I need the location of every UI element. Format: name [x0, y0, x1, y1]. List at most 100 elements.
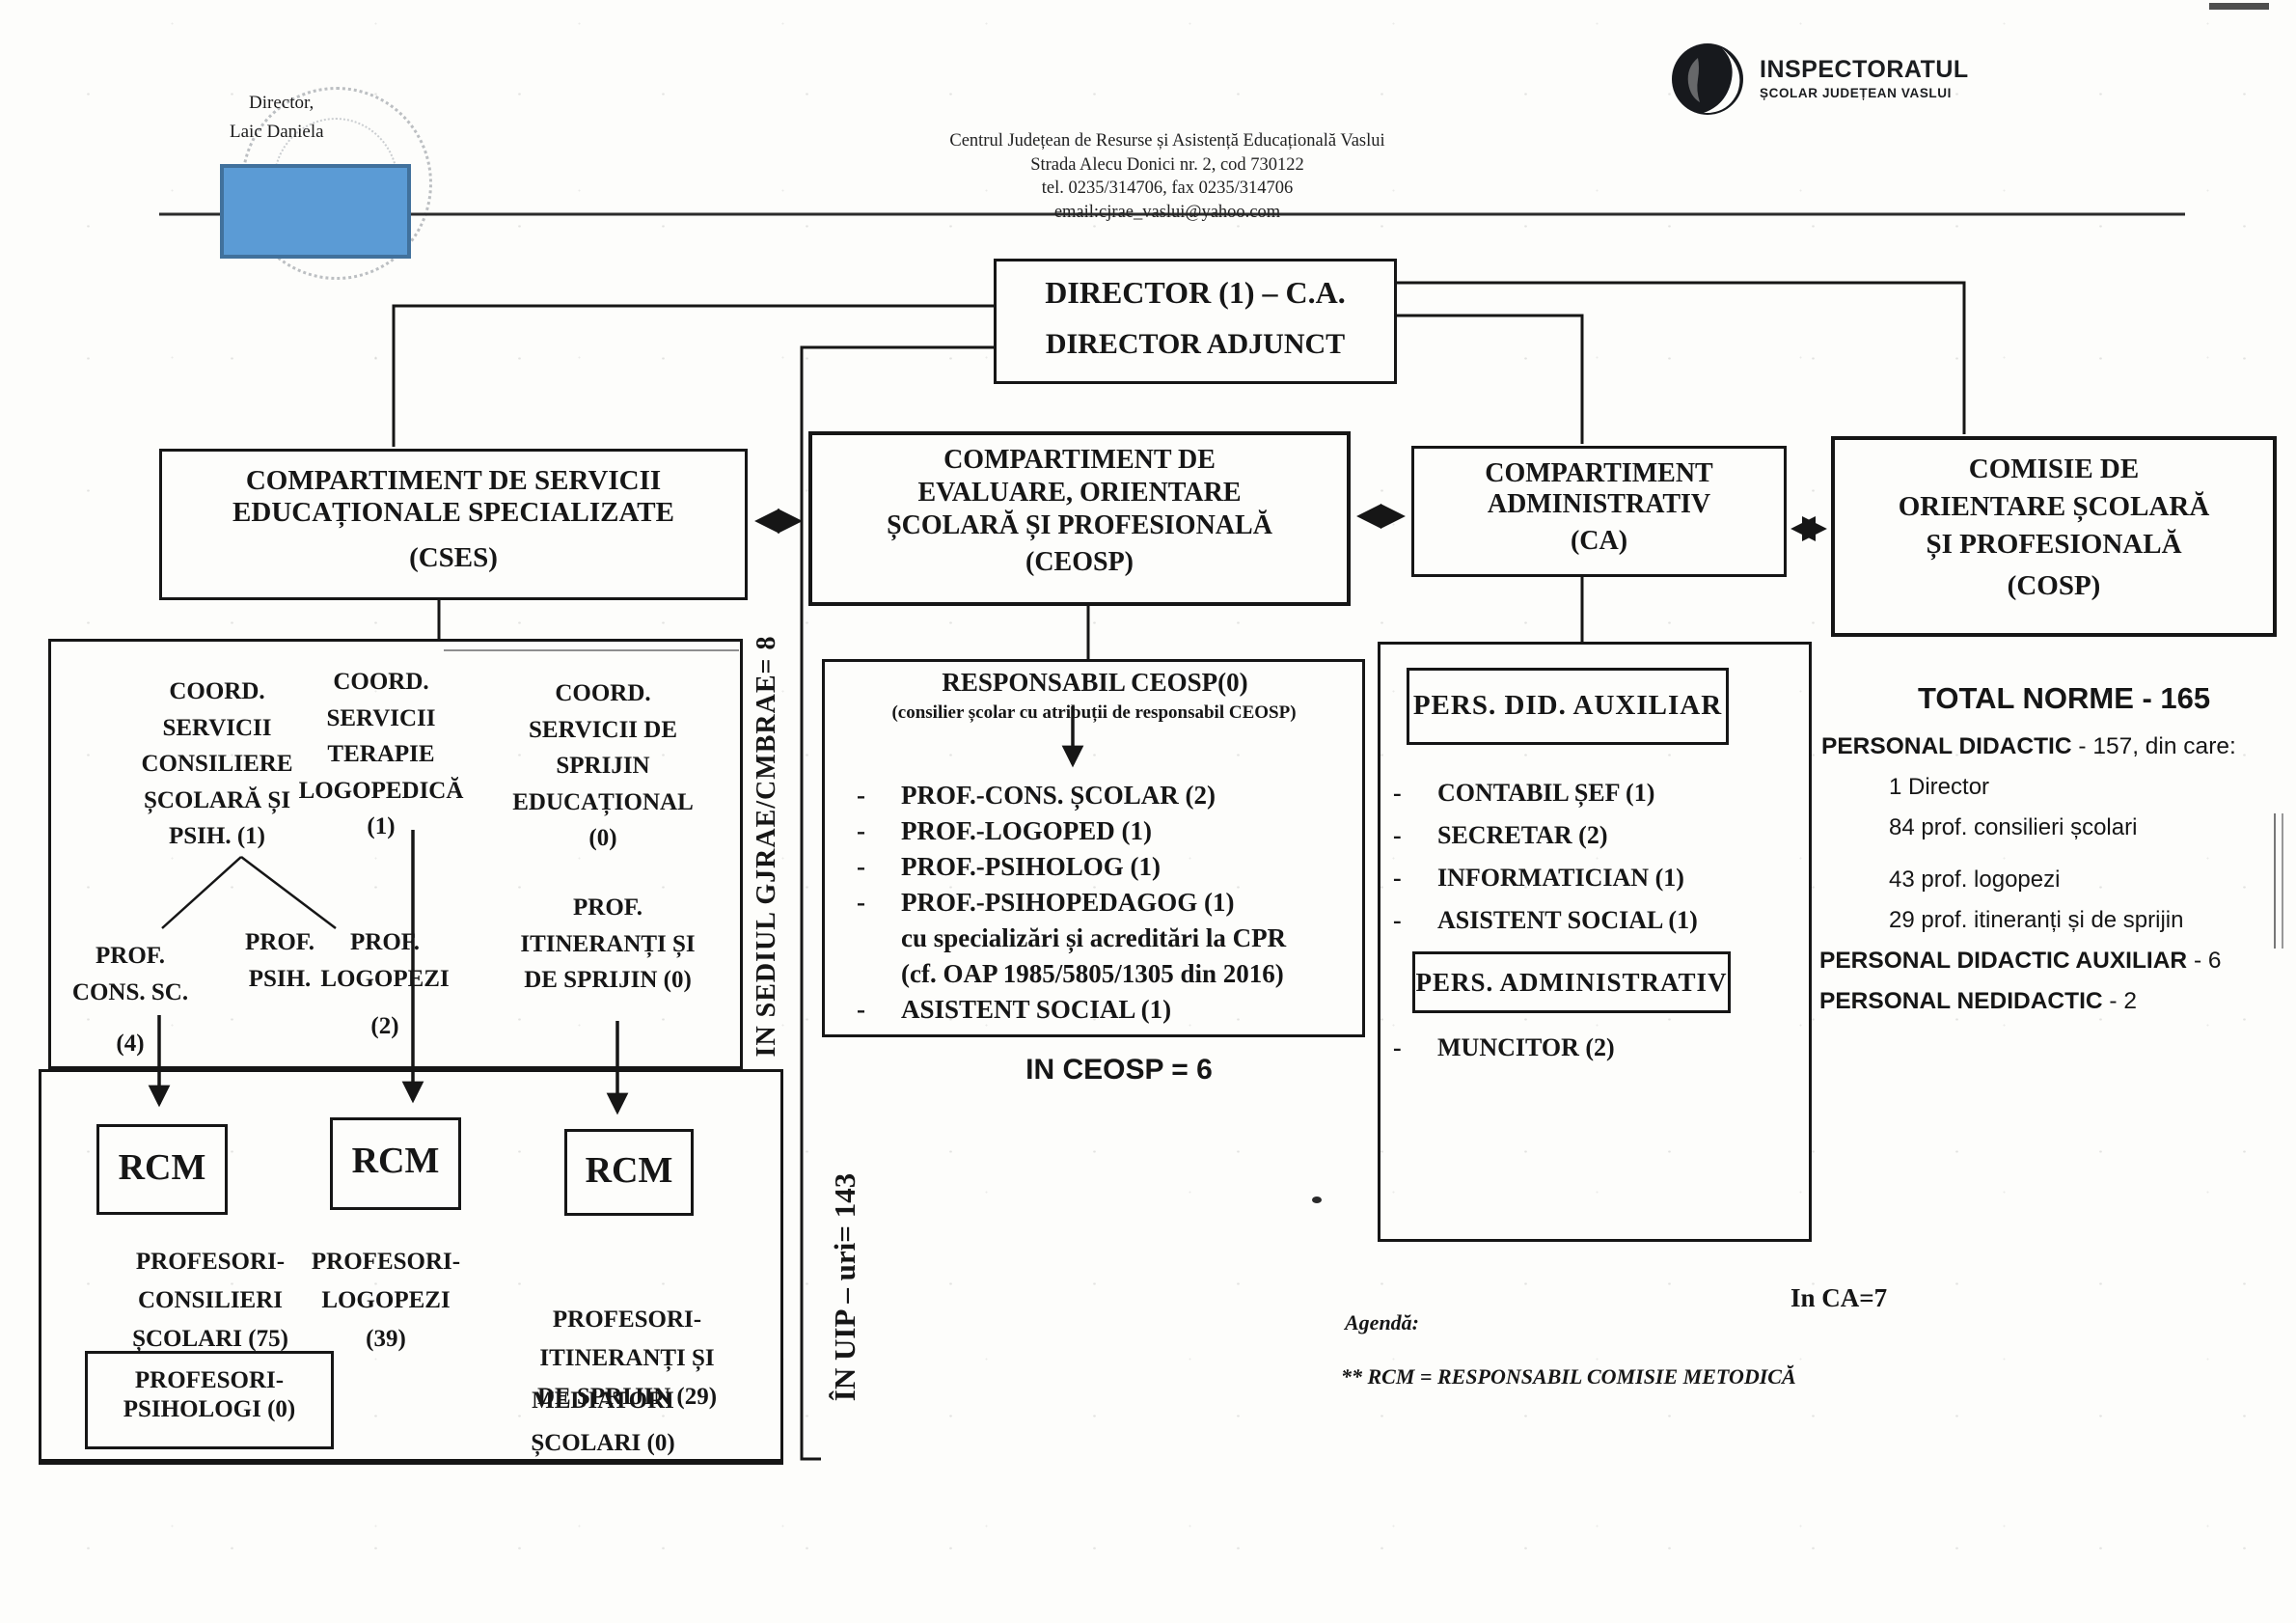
group-line: PROFESORI-	[552, 1307, 702, 1333]
group-line: ITINERANȚI ȘI	[539, 1345, 715, 1371]
isj-logo-emblem	[1672, 43, 1743, 115]
ca-line: (CA)	[1570, 526, 1628, 556]
cses-line: (CSES)	[409, 542, 498, 573]
staff-prof-cons-sc: PROF. CONS. SC. (4)	[43, 938, 217, 1062]
scan-artifact-top-right	[2209, 3, 2269, 10]
rcm-box-1: RCM	[96, 1124, 228, 1215]
totals-title: TOTAL NORME - 165	[1918, 681, 2211, 715]
coordinator-line: (0)	[588, 825, 617, 851]
coordinator-sprijin: COORD. SERVICII DE SPRIJIN EDUCAȚIONAL (…	[492, 675, 714, 857]
responsabil-ceosp-subtitle: (consilier școlar cu atribuții de respon…	[891, 702, 1297, 723]
totals-rest-part: - 6	[2187, 948, 2222, 974]
coordinator-line: CONSILIERE	[141, 751, 293, 777]
agenda-label: Agendă:	[1345, 1310, 1419, 1334]
ca-detail-box	[1378, 642, 1812, 1242]
director-label: Director,	[249, 93, 314, 113]
coordinator-line: ȘCOLARĂ ȘI	[143, 786, 291, 813]
totals-item-consilieri: 84 prof. consilieri școlari	[1889, 814, 2138, 840]
staff-prof-itineranti: PROF. ITINERANȚI ȘI DE SPRIJIN (0)	[492, 890, 724, 999]
list-item: PROF.-LOGOPED (1)	[857, 813, 1358, 849]
org-email-line: email:cjrae_vaslui@yahoo.com	[1053, 202, 1281, 222]
profesori-psihologi-box: PROFESORI- PSIHOLOGI (0)	[85, 1351, 334, 1449]
ca-line: COMPARTIMENT	[1485, 458, 1713, 488]
coordinator-line: EDUCAȚIONAL	[512, 788, 694, 815]
ca-admin-list: MUNCITOR (2)	[1393, 1027, 1789, 1069]
totals-item-itineranti: 29 prof. itineranți și de sprijin	[1889, 907, 2184, 933]
rcm-label: RCM	[351, 1141, 440, 1181]
totals-rest-part: - 157, din care:	[2071, 733, 2236, 759]
department-box-ca: COMPARTIMENT ADMINISTRATIV (CA)	[1411, 446, 1787, 577]
group-logopezi: PROFESORI- LOGOPEZI (39)	[299, 1243, 473, 1359]
rcm-label: RCM	[118, 1147, 206, 1188]
coordinator-line: COORD.	[169, 678, 265, 704]
group-line: PROFESORI-	[311, 1249, 461, 1275]
department-box-cosp: COMISIE DE ORIENTARE ȘCOLARĂ ȘI PROFESIO…	[1831, 436, 2277, 637]
coordinator-line: SERVICII	[162, 714, 272, 741]
mediatori-scolari-label: MEDIATORI ȘCOLARI (0)	[482, 1380, 724, 1465]
org-header: Centrul Județean de Resurse și Asistență…	[781, 129, 1553, 224]
coordinator-line: SPRIJIN	[556, 753, 650, 779]
list-item: ASISTENT SOCIAL (1)	[1393, 899, 1789, 942]
cses-line: COMPARTIMENT DE SERVICII	[245, 465, 662, 496]
org-name-line: Centrul Județean de Resurse și Asistență…	[949, 131, 1385, 151]
in-ca-note: In CA=7	[1790, 1283, 1888, 1312]
connector-director-ca	[1397, 314, 1584, 444]
list-item: PROF.-PSIHOLOG (1)	[857, 849, 1358, 885]
staff-prof-logopezi: PROF. LOGOPEZI (2)	[314, 924, 455, 1045]
group-line: CONSILIERI	[137, 1287, 284, 1313]
org-address-line: Strada Alecu Donici nr. 2, cod 730122	[1030, 154, 1304, 175]
ceosp-line: COMPARTIMENT DE	[943, 445, 1216, 475]
connector-director-ceosp-long	[800, 345, 994, 1461]
director-signature-block: Director, Laic Daniela	[230, 93, 324, 143]
logo-title: INSPECTORATUL	[1760, 56, 1969, 83]
list-item-continuation: cu specializări și acreditări la CPR	[901, 923, 1287, 952]
totals-personal-didactic: PERSONAL DIDACTIC - 157, din care:	[1821, 733, 2236, 760]
group-line: (39)	[366, 1326, 406, 1352]
cosp-line: COMISIE DE	[1968, 454, 2140, 484]
totals-bold-part: PERSONAL DIDACTIC AUXILIAR	[1819, 948, 2188, 974]
staff-line: PSIH.	[248, 965, 312, 992]
staff-line: PROF.	[245, 929, 314, 955]
coordinator-line: PSIH. (1)	[169, 823, 265, 849]
cses-box-inner-line	[444, 649, 739, 651]
rcm-footnote: ** RCM = RESPONSABIL COMISIE METODICĂ	[1341, 1364, 1796, 1389]
ca-line: ADMINISTRATIV	[1487, 489, 1711, 519]
list-item: INFORMATICIAN (1)	[1393, 857, 1789, 899]
connector-director-cses	[392, 304, 994, 447]
rcm-box-3: RCM	[564, 1129, 694, 1216]
side-label-sediul: IN SEDIUL GJRAE/CMBRAE= 8	[752, 635, 781, 1058]
totals-item-logopezi: 43 prof. logopezi	[1889, 867, 2061, 893]
staff-line: ITINERANȚI ȘI	[520, 930, 696, 957]
director-name: Laic Daniela	[230, 122, 324, 142]
department-box-cses: COMPARTIMENT DE SERVICII EDUCAȚIONALE SP…	[159, 449, 748, 600]
rcm-label: RCM	[585, 1150, 673, 1191]
cses-lower-box	[39, 1069, 783, 1465]
ceosp-line: ȘCOLARĂ ȘI PROFESIONALĂ	[887, 510, 1272, 540]
staff-line: PROF.	[96, 943, 165, 969]
org-phone-line: tel. 0235/314706, fax 0235/314706	[1041, 179, 1294, 199]
director-box-line2: DIRECTOR ADJUNCT	[1045, 328, 1346, 360]
coordinator-line: TERAPIE	[327, 741, 435, 767]
group-line: PROFESORI-	[135, 1249, 286, 1275]
group-line: DE SPRIJIN (29)	[536, 1384, 718, 1410]
totals-personal-aux: PERSONAL DIDACTIC AUXILIAR - 6	[1819, 948, 2222, 975]
scan-artifact-right-edge	[2274, 813, 2276, 949]
psihologi-line: PROFESORI-	[134, 1367, 285, 1393]
list-item: SECRETAR (2)	[1393, 814, 1789, 857]
coordinator-line: SERVICII DE	[528, 716, 678, 743]
totals-item-director: 1 Director	[1889, 774, 1990, 800]
scan-artifact-right-edge-2	[2282, 813, 2283, 949]
ceosp-line: EVALUARE, ORIENTARE	[917, 478, 1242, 508]
side-label-uip: ÎN UIP – uri= 143	[828, 1172, 861, 1402]
staff-prof-psih: PROF. PSIH.	[220, 924, 340, 997]
coordinator-line: (1)	[367, 813, 396, 839]
coordinator-logopedie: COORD. SERVICII TERAPIE LOGOPEDICĂ (1)	[280, 664, 482, 845]
pers-did-auxiliar-title: PERS. DID. AUXILIAR	[1412, 690, 1723, 721]
psihologi-line: PSIHOLOGI (0)	[123, 1396, 296, 1422]
staff-line: CONS. SC.	[71, 978, 189, 1005]
list-item: CONTABIL ȘEF (1)	[1393, 772, 1789, 814]
ceosp-detail-box	[822, 659, 1365, 1037]
responsabil-ceosp-title: RESPONSABIL CEOSP(0)	[942, 668, 1248, 697]
